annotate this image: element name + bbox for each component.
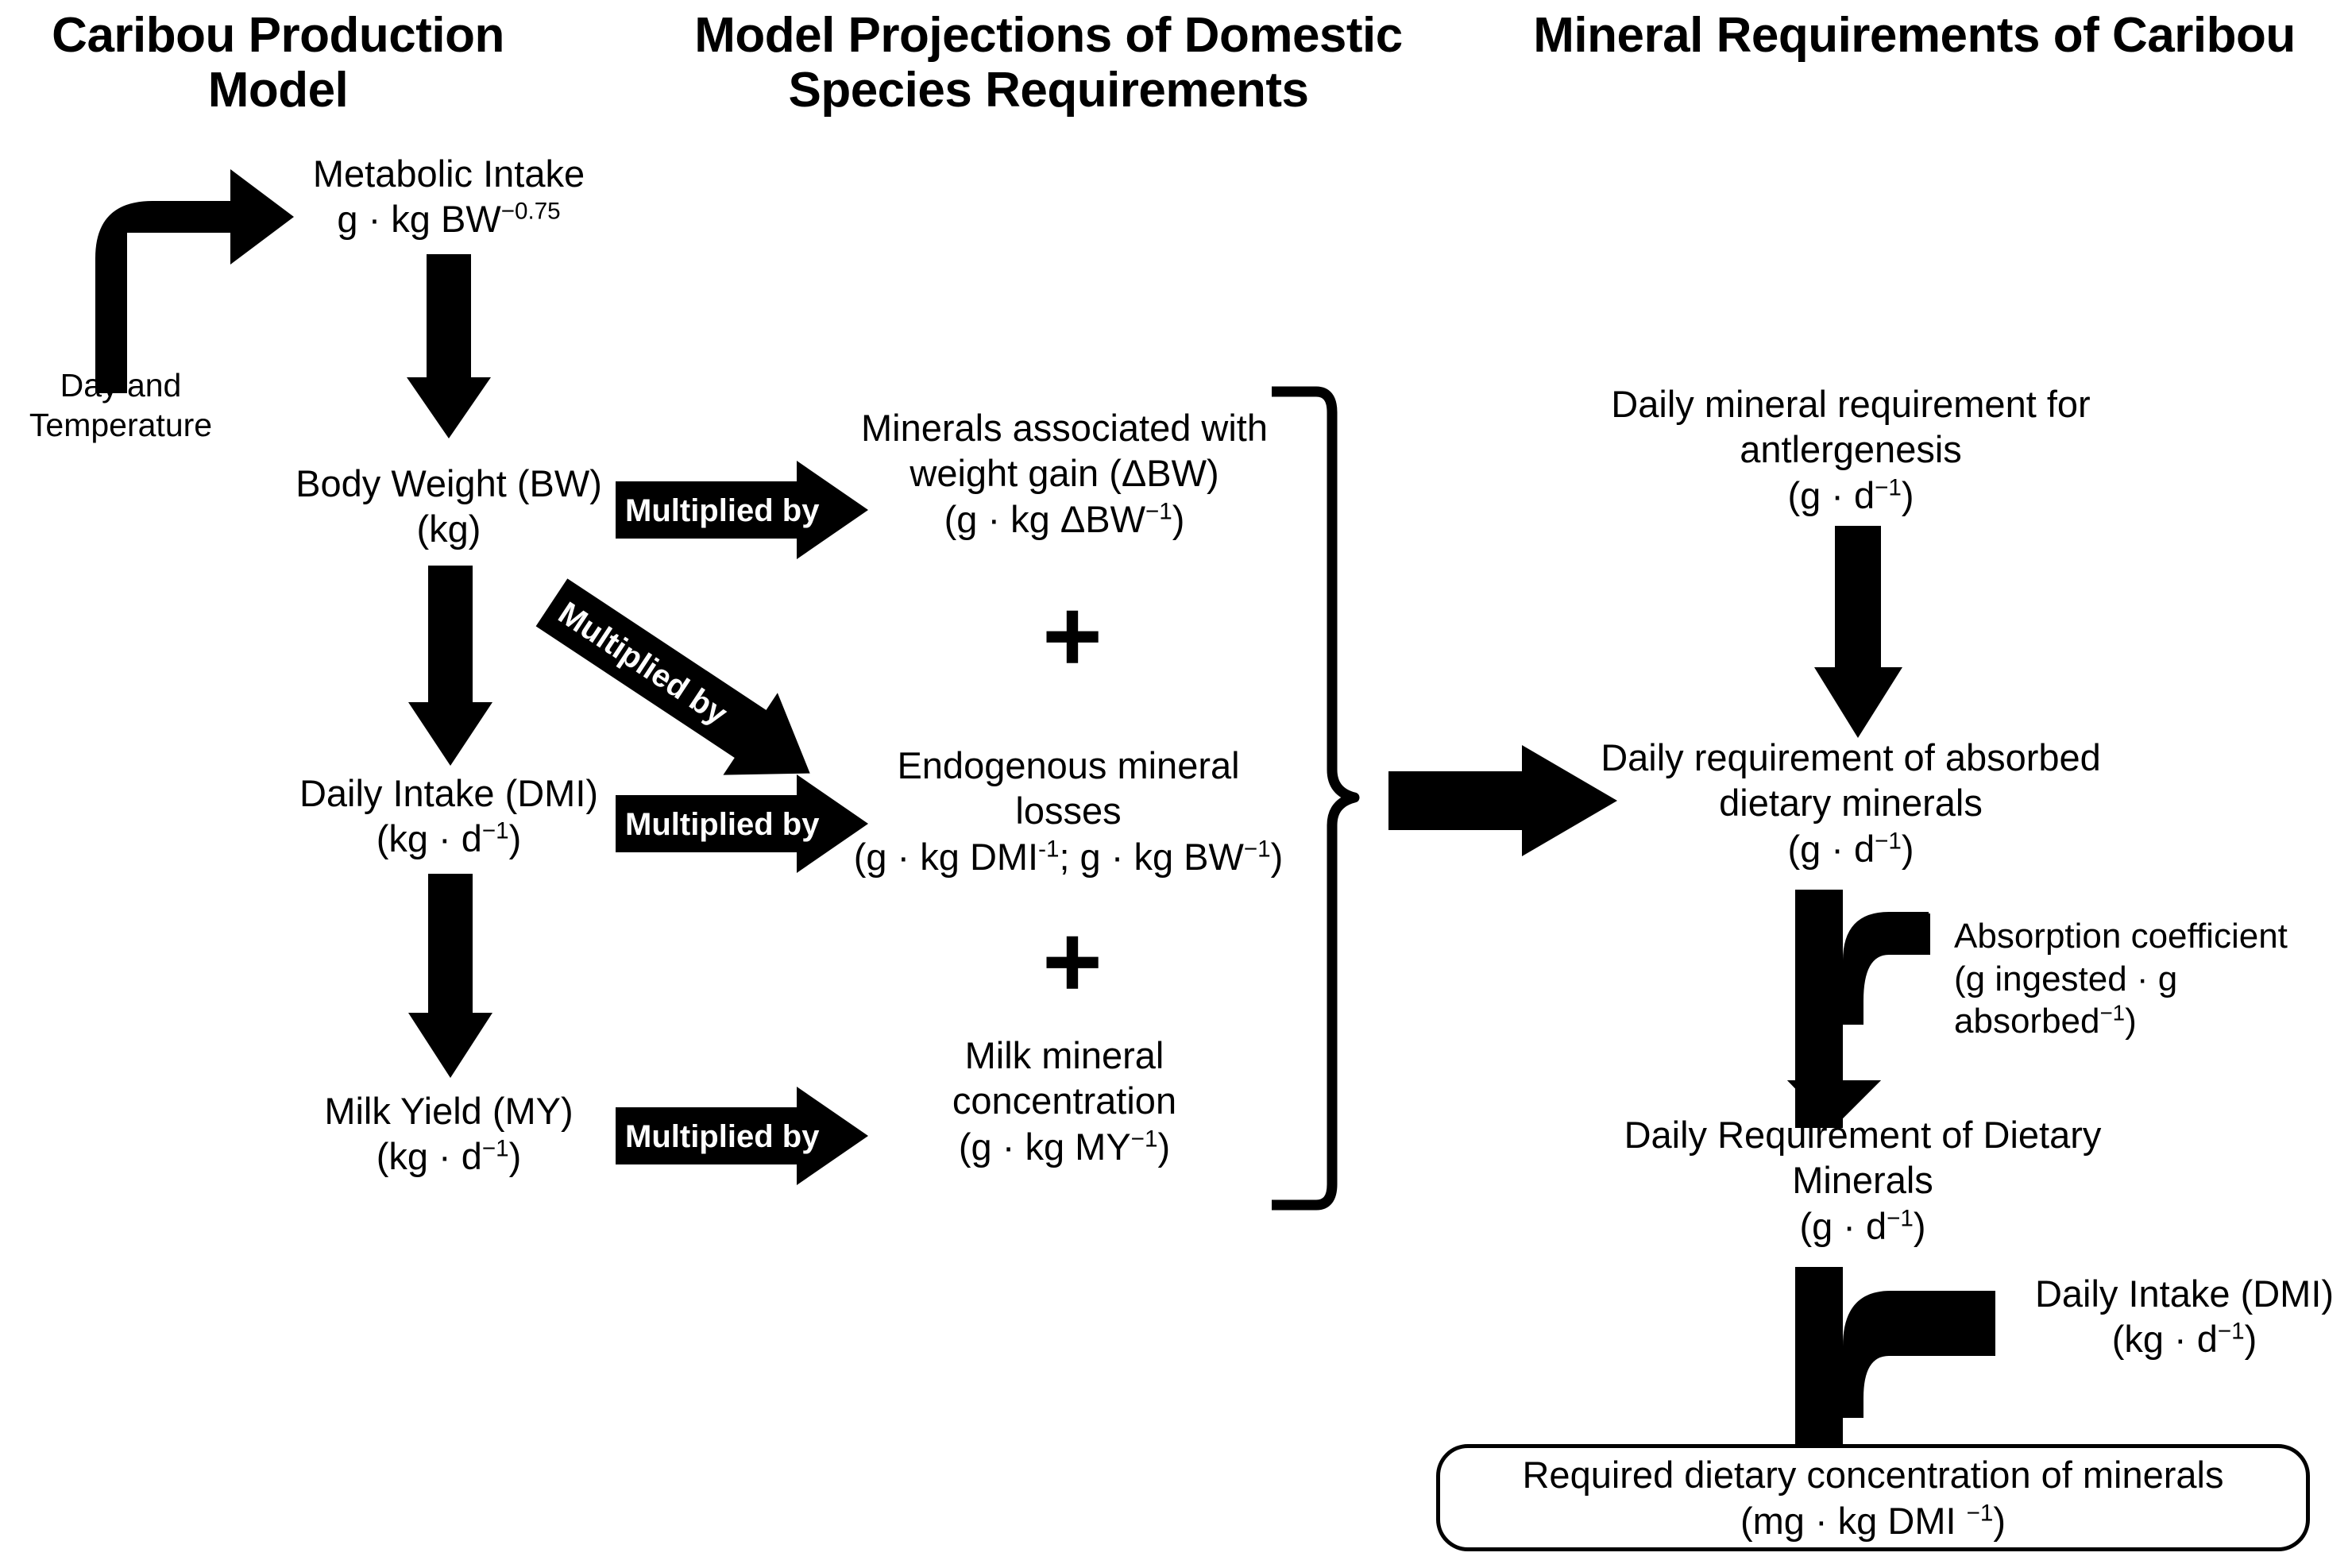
arrow-group-to-absorbed-requirement: [1388, 745, 1619, 856]
arrow-label-multiplied-by-diagonal: Multiplied by: [552, 596, 734, 732]
node-endogenous-losses-line3: (g · kg DMI-1; g · kg BW−1): [853, 835, 1284, 878]
node-endogenous-losses: Endogenous mineral losses (g · kg DMI-1;…: [850, 743, 1287, 879]
input-day-and-temperature: Day and Temperature: [29, 367, 213, 444]
node-metabolic-intake-line1: Metabolic Intake: [312, 153, 585, 195]
operator-plus-1: +: [1042, 577, 1103, 693]
arrow-bodyweight-to-dailyintake: [407, 566, 494, 768]
node-dietary-line2: Minerals: [1792, 1159, 1933, 1202]
arrow-label-multiplied-by-3: Multiplied by: [625, 1119, 820, 1154]
output-box-required-dietary-concentration: Required dietary concentration of minera…: [1436, 1444, 2310, 1551]
node-daily-intake-line2: (kg · d−1): [376, 817, 522, 860]
node-milk-yield: Milk Yield (MY) (kg · d−1): [294, 1088, 604, 1180]
daily-intake-side-line2: (kg · d−1): [2111, 1318, 2257, 1361]
node-antlergenesis-line3: (g · d−1): [1787, 473, 1914, 516]
grouping-brace: [1267, 385, 1362, 1211]
absorption-coefficient-line1: Absorption coefficient: [1954, 917, 2288, 956]
node-minerals-weight-gain-line1: Minerals associated with: [861, 407, 1268, 449]
node-body-weight-line1: Body Weight (BW): [295, 462, 602, 504]
arrow-dailyintake-to-milkyield: [407, 874, 494, 1080]
node-antlergenesis-requirement: Daily mineral requirement for antlergene…: [1565, 381, 2137, 518]
node-dietary-line1: Daily Requirement of Dietary: [1624, 1114, 2102, 1156]
node-milk-mineral-concentration-line3: (g · kg MY−1): [958, 1125, 1171, 1168]
node-endogenous-losses-line2: losses: [1015, 790, 1122, 832]
output-box-line2: (mg · kg DMI −1): [1740, 1499, 2006, 1542]
elbow-arrow-input: [86, 155, 300, 393]
side-input-absorption-coefficient: Absorption coefficient (g ingested · g a…: [1954, 915, 2352, 1043]
node-minerals-weight-gain-line3: (g · kg ΔBW−1): [944, 497, 1185, 540]
arrow-label-multiplied-by-2: Multiplied by: [625, 807, 820, 842]
column-title-mineral-requirements: Mineral Requirements of Caribou: [1533, 8, 2296, 63]
node-absorbed-line2: dietary minerals: [1719, 782, 1983, 825]
arrow-antlergenesis-to-absorbed: [1813, 526, 1904, 740]
arrow-label-multiplied-by: Multiplied by: [625, 493, 820, 528]
node-milk-mineral-concentration-line1: Milk mineral: [964, 1034, 1164, 1076]
arrow-multiplied-by-diagonal: Multiplied by: [535, 548, 890, 810]
node-body-weight: Body Weight (BW) (kg): [286, 461, 612, 552]
node-dietary-minerals-requirement: Daily Requirement of Dietary Minerals (g…: [1585, 1112, 2141, 1249]
side-input-daily-intake: Daily Intake (DMI) (kg · d−1): [2018, 1271, 2351, 1362]
node-dietary-line3: (g · d−1): [1799, 1204, 1926, 1247]
absorption-coefficient-line2: (g ingested · g absorbed−1): [1954, 959, 2178, 1041]
node-metabolic-intake: Metabolic Intake g · kg BW−0.75: [294, 151, 604, 242]
node-milk-yield-line2: (kg · d−1): [376, 1135, 522, 1178]
node-daily-intake-line1: Daily Intake (DMI): [299, 772, 599, 814]
daily-intake-side-line1: Daily Intake (DMI): [2034, 1273, 2335, 1315]
node-absorbed-line3: (g · d−1): [1787, 827, 1914, 870]
node-milk-mineral-concentration-line2: concentration: [952, 1079, 1177, 1122]
node-milk-yield-line1: Milk Yield (MY): [324, 1090, 574, 1132]
node-antlergenesis-line2: antlergenesis: [1740, 428, 1962, 471]
node-daily-intake: Daily Intake (DMI) (kg · d−1): [290, 770, 608, 862]
output-box-line1: Required dietary concentration of minera…: [1522, 1454, 2224, 1497]
arrow-multiplied-by-bodyweight: Multiplied by: [616, 461, 870, 560]
column-title-caribou-production-model: Caribou Production Model: [52, 8, 504, 118]
node-absorbed-dietary-minerals: Daily requirement of absorbed dietary mi…: [1565, 735, 2137, 871]
node-absorbed-line1: Daily requirement of absorbed: [1601, 736, 2101, 778]
node-minerals-weight-gain: Minerals associated with weight gain (ΔB…: [858, 405, 1271, 542]
arrow-metabolic-to-bodyweight: [405, 254, 492, 441]
arrow-multiplied-by-dailyintake: Multiplied by: [616, 774, 870, 874]
operator-plus-2: +: [1042, 903, 1103, 1019]
node-metabolic-intake-line2: g · kg BW−0.75: [337, 198, 561, 241]
column-title-model-projections: Model Projections of Domestic Species Re…: [694, 8, 1403, 118]
arrow-multiplied-by-milkyield: Multiplied by: [616, 1087, 870, 1186]
node-antlergenesis-line1: Daily mineral requirement for: [1611, 383, 2091, 425]
elbow-arrow-absorption-coefficient: [1787, 890, 1970, 1128]
node-endogenous-losses-line1: Endogenous mineral: [897, 744, 1240, 786]
node-milk-mineral-concentration: Milk mineral concentration (g · kg MY−1): [882, 1033, 1247, 1169]
node-body-weight-line2: (kg): [416, 508, 481, 550]
node-minerals-weight-gain-line2: weight gain (ΔBW): [910, 452, 1219, 495]
